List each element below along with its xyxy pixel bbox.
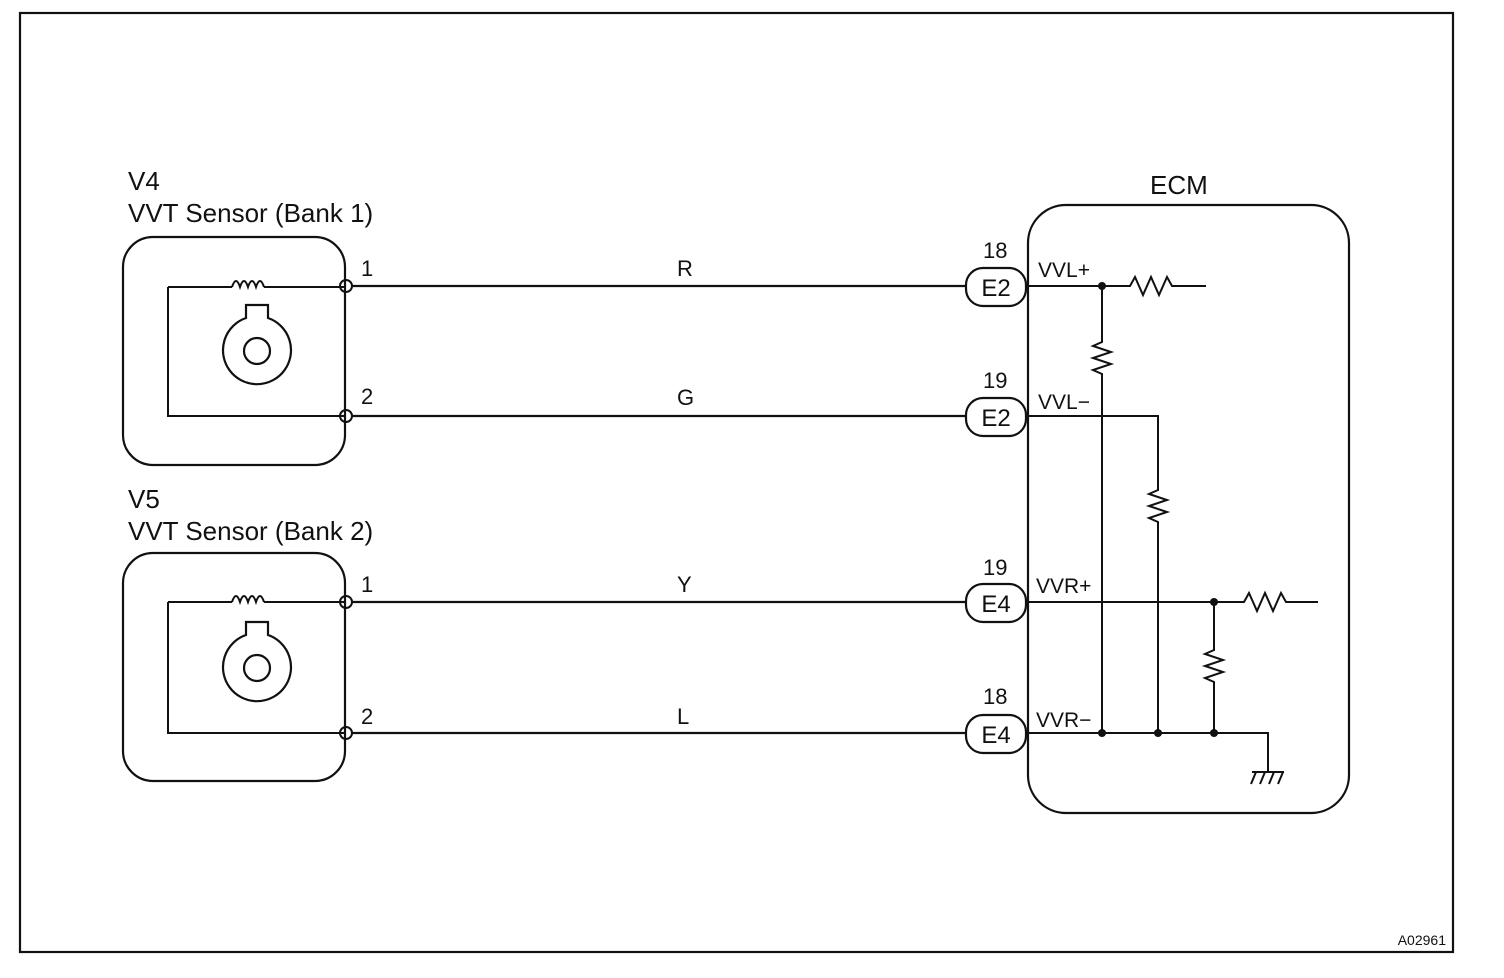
sensor-v5-name: VVT Sensor (Bank 2) xyxy=(128,516,373,546)
ecm-pin-18-bottom: 18 xyxy=(983,684,1007,709)
wire-color-g: G xyxy=(677,385,694,410)
signal-vvl-minus: VVL− xyxy=(1038,391,1090,414)
sensor-v5-coil-icon xyxy=(167,595,346,734)
ecm-pin-19-bottom: 19 xyxy=(983,555,1007,580)
wire-color-r: R xyxy=(677,256,693,281)
ground-icon xyxy=(1250,771,1284,785)
sensor-v5-id: V5 xyxy=(128,484,160,514)
sensor-v4-coil-icon xyxy=(167,280,346,417)
wire-color-y: Y xyxy=(677,572,692,597)
ecm-label: ECM xyxy=(1150,170,1208,200)
wire-color-l: L xyxy=(677,704,689,729)
connector-label-2: E2 xyxy=(981,405,1010,432)
sensor-v4-housing xyxy=(121,235,347,467)
signal-vvr-plus: VVR+ xyxy=(1036,575,1091,598)
connector-label-4: E4 xyxy=(981,722,1010,749)
sensor-v4-id: V4 xyxy=(128,166,160,196)
ecm-internal-circuit xyxy=(1026,274,1318,772)
sensor-v4-pin-1: 1 xyxy=(361,256,373,281)
sensor-v4-pin-2: 2 xyxy=(361,384,373,409)
sensor-v4-name: VVT Sensor (Bank 1) xyxy=(128,198,373,228)
connector-label-1: E2 xyxy=(981,275,1010,302)
connector-label-3: E4 xyxy=(981,591,1010,618)
figure-frame xyxy=(18,11,1455,954)
sensor-v5-rotor-icon xyxy=(221,620,293,703)
sensor-v5-housing xyxy=(121,551,347,783)
ecm-housing xyxy=(1026,203,1351,815)
sensor-v5-pin-1: 1 xyxy=(361,572,373,597)
signal-vvr-minus: VVR− xyxy=(1036,709,1091,732)
ecm-pin-18-top: 18 xyxy=(983,238,1007,263)
sensor-v5-pin-2: 2 xyxy=(361,704,373,729)
sensor-v4-rotor-icon xyxy=(221,303,293,386)
ecm-pin-19-top: 19 xyxy=(983,368,1007,393)
figure-code: A02961 xyxy=(1398,932,1446,948)
signal-vvl-plus: VVL+ xyxy=(1038,259,1090,282)
